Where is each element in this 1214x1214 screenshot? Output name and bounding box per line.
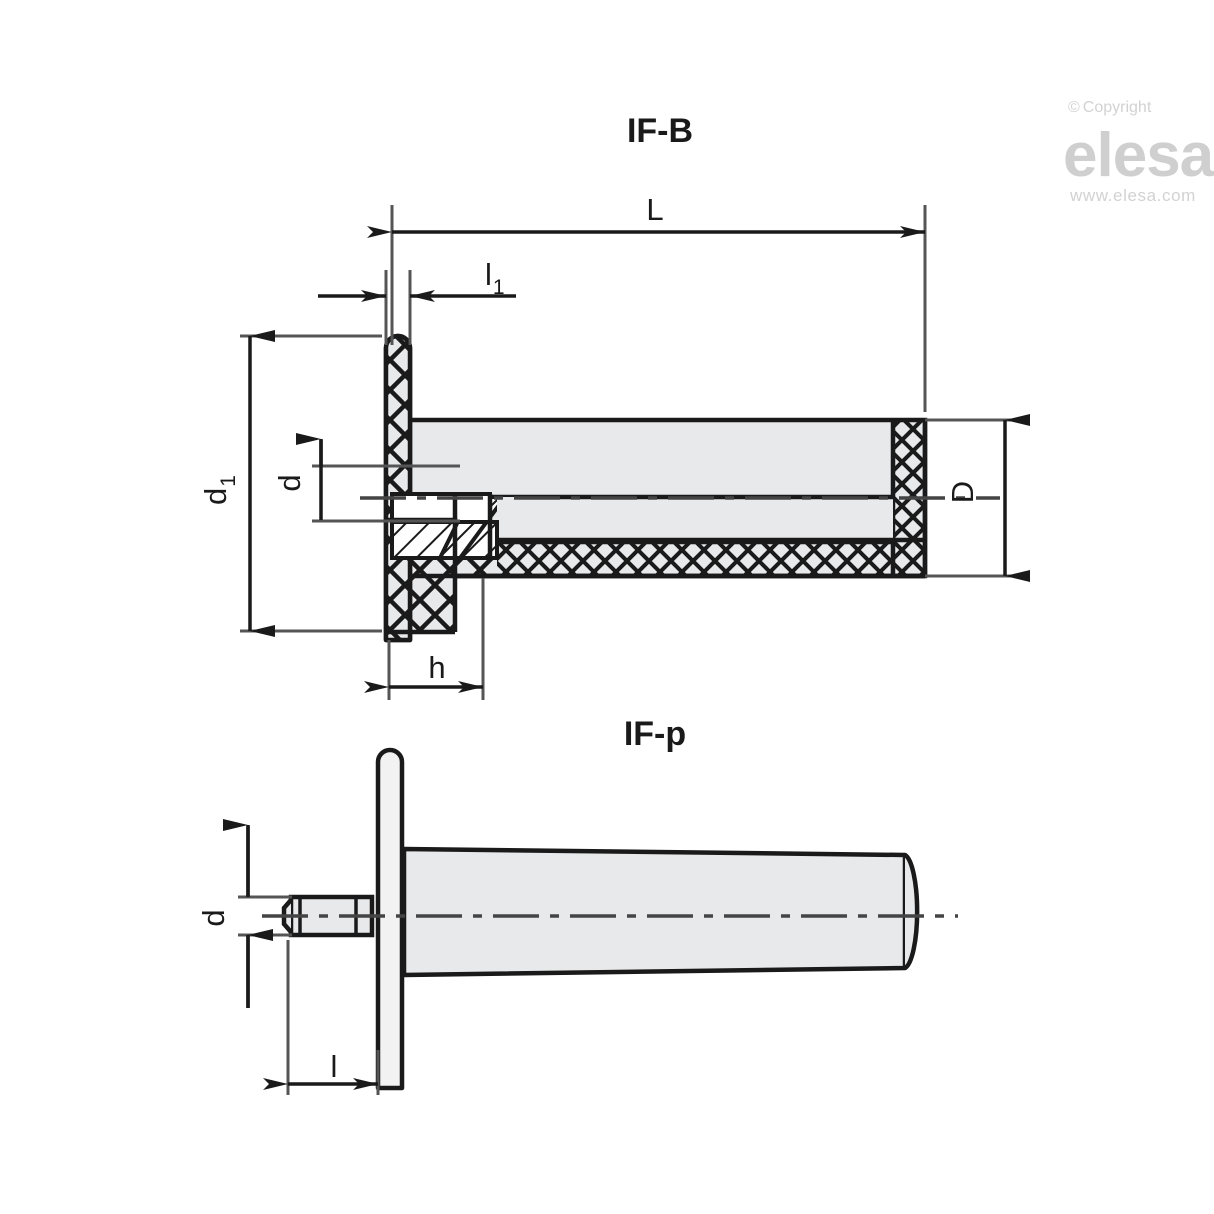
dimension-D-label: D <box>945 481 980 503</box>
copyright-word: Copyright <box>1083 99 1152 116</box>
watermark: ©Copyright elesa www.elesa.com <box>1063 99 1214 205</box>
dimension-d1-label: d1 <box>198 475 240 505</box>
if-b-flange-plate-section <box>383 333 413 643</box>
dimension-l1: l1 <box>318 257 516 345</box>
watermark-copyright: ©Copyright <box>1068 99 1152 116</box>
dimension-l1-subscript: 1 <box>493 276 505 299</box>
if-p-body <box>401 846 908 978</box>
dimension-d-if-p: d <box>196 819 292 1008</box>
watermark-url: www.elesa.com <box>1069 186 1196 205</box>
figure-if-p: IF-p d <box>196 715 958 1095</box>
dimension-D: D <box>925 414 1030 582</box>
if-b-cavity <box>497 497 893 542</box>
if-p-flange-plate <box>375 747 405 1091</box>
dimension-h: h <box>364 578 485 700</box>
dimension-d1-subscript: 1 <box>217 475 240 487</box>
if-b-chamfer <box>497 497 530 520</box>
dimension-d-p-label: d <box>196 909 231 926</box>
dimension-L-label: L <box>646 192 663 227</box>
dimension-d-if-b: d <box>272 433 460 523</box>
dimension-d1: d1 <box>198 330 382 637</box>
dimension-l1-label: l1 <box>485 257 505 299</box>
if-p-geometry <box>262 747 958 1091</box>
watermark-elesa-logo: elesa <box>1063 121 1214 190</box>
dimension-l-label: l <box>331 1049 338 1084</box>
if-p-end-cap <box>903 853 920 970</box>
dimension-d-label: d <box>272 474 307 491</box>
dimension-h-label: h <box>428 650 445 685</box>
dimension-L: L <box>367 192 927 412</box>
figure-if-b: IF-B <box>198 112 1030 700</box>
if-b-geometry <box>360 333 1000 643</box>
if-b-bottom-wall-hatch <box>455 540 925 576</box>
figure-title-if-p: IF-p <box>624 715 686 753</box>
figure-title-if-b: IF-B <box>627 112 693 150</box>
copyright-symbol: © <box>1068 99 1080 116</box>
dimension-l-if-p: l <box>263 940 380 1095</box>
